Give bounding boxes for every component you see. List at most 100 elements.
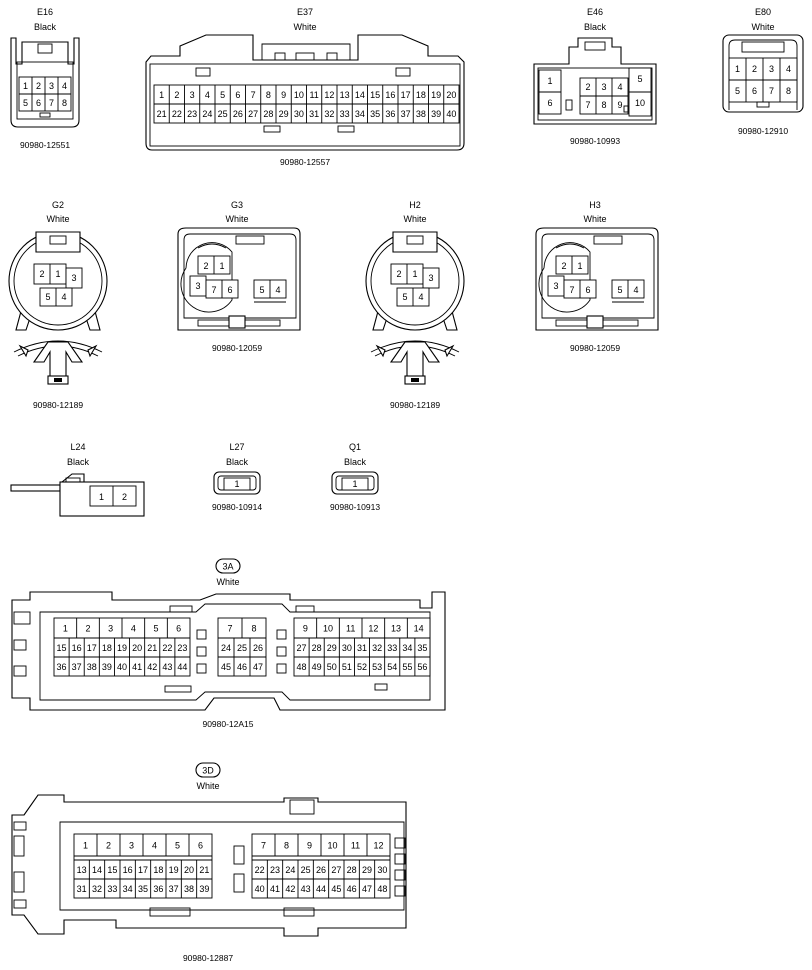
- g2-code: G2: [52, 200, 64, 210]
- h2-code: H2: [409, 200, 421, 210]
- l24-pin: 1: [99, 492, 104, 502]
- g3-part-number: 90980-12059: [212, 343, 262, 353]
- 3a-pin: 31: [357, 643, 367, 653]
- 3d-pin: 5: [175, 841, 180, 851]
- h2-part-number: 90980-12189: [390, 400, 440, 410]
- e37-frame: [149, 63, 461, 147]
- 3a-pin: 8: [251, 624, 256, 634]
- 3a-pin: 50: [327, 662, 337, 672]
- h3-pin: 2: [561, 261, 566, 271]
- e16-part-number: 90980-12551: [20, 140, 70, 150]
- e46-pin: 10: [635, 98, 645, 108]
- q1-pin: 1: [352, 479, 357, 489]
- 3a-pin: 39: [102, 662, 112, 672]
- 3a-pin: 7: [227, 624, 232, 634]
- e37-pin: 25: [218, 109, 228, 119]
- 3d-pin: 19: [169, 865, 179, 875]
- e37-pin: 29: [279, 109, 289, 119]
- 3a-pin: 12: [368, 624, 378, 634]
- 3a-pin: 24: [221, 643, 231, 653]
- 3a-pin: 27: [297, 643, 307, 653]
- 3a-pin: 32: [372, 643, 382, 653]
- connector-h3: H3 White 2 1 3 7 6 5 4 90980-12059: [535, 200, 659, 353]
- connector-g3: G3 White 2 1 3 7 6 5 4 90980-12059: [177, 200, 301, 353]
- e37-pin: 19: [431, 90, 441, 100]
- e37-pin: 21: [157, 109, 167, 119]
- e46-pin: 8: [601, 100, 606, 110]
- h3-part-number: 90980-12059: [570, 343, 620, 353]
- e37-pin: 31: [309, 109, 319, 119]
- 3d-pin: 14: [92, 865, 102, 875]
- h3-pin: 7: [569, 285, 574, 295]
- 3d-pin: 39: [199, 884, 209, 894]
- 3d-pin: 21: [199, 865, 209, 875]
- 3a-pin: 34: [402, 643, 412, 653]
- 3d-pin: 37: [169, 884, 179, 894]
- 3a-pin: 10: [323, 624, 333, 634]
- 3d-pin: 16: [123, 865, 133, 875]
- 3a-pin: 5: [153, 624, 158, 634]
- e37-pin: 36: [385, 109, 395, 119]
- e37-pin: 3: [190, 90, 195, 100]
- connector-l24: L24 Black 1 2: [10, 442, 145, 517]
- g3-pin: 6: [227, 285, 232, 295]
- 3a-pin: 22: [162, 643, 172, 653]
- e80-pin: 8: [786, 86, 791, 96]
- 3a-pin: 33: [387, 643, 397, 653]
- 3d-pin: 41: [270, 884, 280, 894]
- 3a-pin: 54: [387, 662, 397, 672]
- g3-pin: 5: [259, 285, 264, 295]
- e46-part-number: 90980-10993: [570, 136, 620, 146]
- e37-pin: 8: [266, 90, 271, 100]
- connector-q1: Q1 Black 1 90980-10913: [330, 442, 380, 512]
- 3a-pin: 55: [402, 662, 412, 672]
- 3a-pin: 36: [57, 662, 67, 672]
- 3d-pin: 40: [255, 884, 265, 894]
- e16-pin: 5: [23, 98, 28, 108]
- 3d-pin: 15: [107, 865, 117, 875]
- e16-pin: 7: [49, 98, 54, 108]
- 3a-pin: 13: [391, 624, 401, 634]
- e80-pin: 5: [735, 86, 740, 96]
- 3a-pin: 26: [253, 643, 263, 653]
- e16-pin: 8: [62, 98, 67, 108]
- e37-pin: 20: [446, 90, 456, 100]
- e37-pin: 16: [385, 90, 395, 100]
- 3d-pin: 28: [347, 865, 357, 875]
- 3d-pin: 24: [285, 865, 295, 875]
- h2-color: White: [403, 214, 426, 224]
- 3a-pin: 15: [57, 643, 67, 653]
- e46-pin: 9: [617, 100, 622, 110]
- e46-code: E46: [587, 7, 603, 17]
- e80-code: E80: [755, 7, 771, 17]
- 3d-pin: 25: [301, 865, 311, 875]
- 3d-pin: 10: [327, 841, 337, 851]
- e37-pin: 15: [370, 90, 380, 100]
- e16-pin: 3: [49, 81, 54, 91]
- 3a-code-badge: [215, 558, 241, 574]
- h2-pin: 1: [412, 269, 417, 279]
- g2-color: White: [46, 214, 69, 224]
- 3d-pin: 18: [153, 865, 163, 875]
- 3d-pin: 17: [138, 865, 148, 875]
- e37-pin: 2: [174, 90, 179, 100]
- 3a-pin: 43: [162, 662, 172, 672]
- e37-pin: 40: [446, 109, 456, 119]
- g3-color: White: [225, 214, 248, 224]
- e80-color: White: [751, 22, 774, 32]
- g2-part-number: 90980-12189: [33, 400, 83, 410]
- h2-pin: 5: [402, 292, 407, 302]
- l27-code: L27: [229, 442, 244, 452]
- 3a-pin: 16: [72, 643, 82, 653]
- 3d-pin: 8: [284, 841, 289, 851]
- 3a-pin: 53: [372, 662, 382, 672]
- e46-pin: 5: [637, 74, 642, 84]
- connector-e16: E16 Black 1 2 3 4 5 6 7 8 90980-12551: [10, 7, 80, 150]
- l27-part-number: 90980-10914: [212, 502, 262, 512]
- 3a-pin: 23: [177, 643, 187, 653]
- 3a-pin: 1: [63, 624, 68, 634]
- e37-pin: 17: [401, 90, 411, 100]
